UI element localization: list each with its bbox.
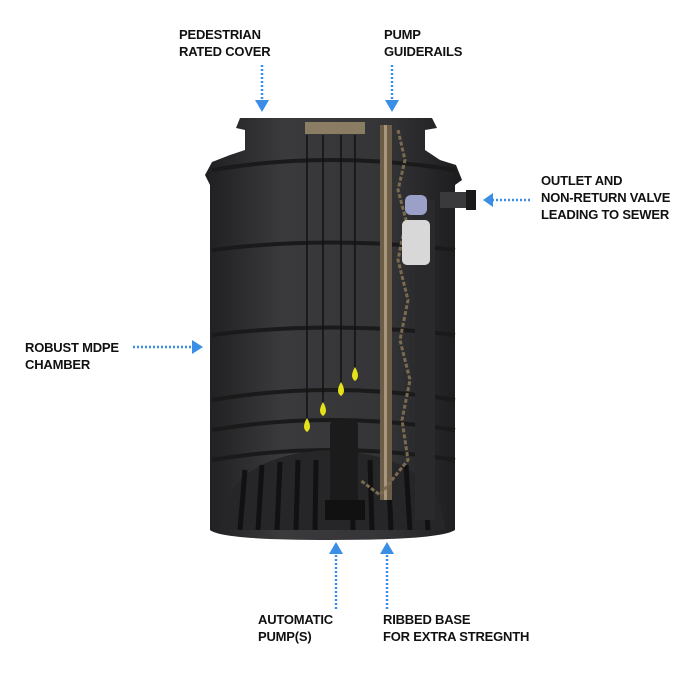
label-pedestrian-rated-cover: PEDESTRIAN RATED COVER [179, 26, 271, 60]
outlet-pipe [440, 192, 470, 208]
riser-pipe [415, 200, 435, 520]
label-line: NON-RETURN VALVE [541, 190, 671, 205]
label-automatic-pumps: AUTOMATIC PUMP(S) [258, 611, 333, 645]
label-line: AUTOMATIC [258, 612, 333, 627]
float-switch-icon [304, 418, 310, 432]
float-cables [306, 135, 356, 420]
label-line: PEDESTRIAN [179, 27, 261, 42]
float-switch-icon [352, 367, 358, 381]
pump [330, 420, 358, 510]
label-line: PUMP [384, 27, 421, 42]
arrow-up-icon [329, 542, 343, 554]
float-switch-icon [338, 382, 344, 396]
label-line: ROBUST MDPE [25, 340, 119, 355]
label-robust-chamber: ROBUST MDPE CHAMBER [25, 339, 119, 373]
arrow-down-icon [255, 100, 269, 112]
label-line: LEADING TO SEWER [541, 207, 670, 222]
label-line: CHAMBER [25, 357, 91, 372]
label-line: RIBBED BASE [383, 612, 471, 627]
float-switches [304, 367, 358, 432]
label-pump-guiderails: PUMP GUIDERAILS [384, 26, 462, 60]
label-outlet-valve: OUTLET AND NON-RETURN VALVE LEADING TO S… [541, 172, 670, 223]
arrow-left-icon [483, 193, 493, 207]
label-line: FOR EXTRA STREGNTH [383, 629, 530, 644]
label-line: OUTLET AND [541, 173, 623, 188]
elbow [405, 195, 427, 215]
label-line: RATED COVER [179, 44, 271, 59]
arrow-up-icon [380, 542, 394, 554]
cover-plate [305, 122, 365, 134]
label-line: GUIDERAILS [384, 44, 463, 59]
pump-chain [359, 129, 412, 498]
non-return-valve [402, 220, 430, 265]
tank [205, 118, 476, 540]
label-ribbed-base: RIBBED BASE FOR EXTRA STREGNTH [383, 611, 529, 645]
arrow-down-icon [385, 100, 399, 112]
label-line: PUMP(S) [258, 629, 312, 644]
float-switch-icon [320, 402, 326, 416]
arrow-right-icon [192, 340, 203, 354]
